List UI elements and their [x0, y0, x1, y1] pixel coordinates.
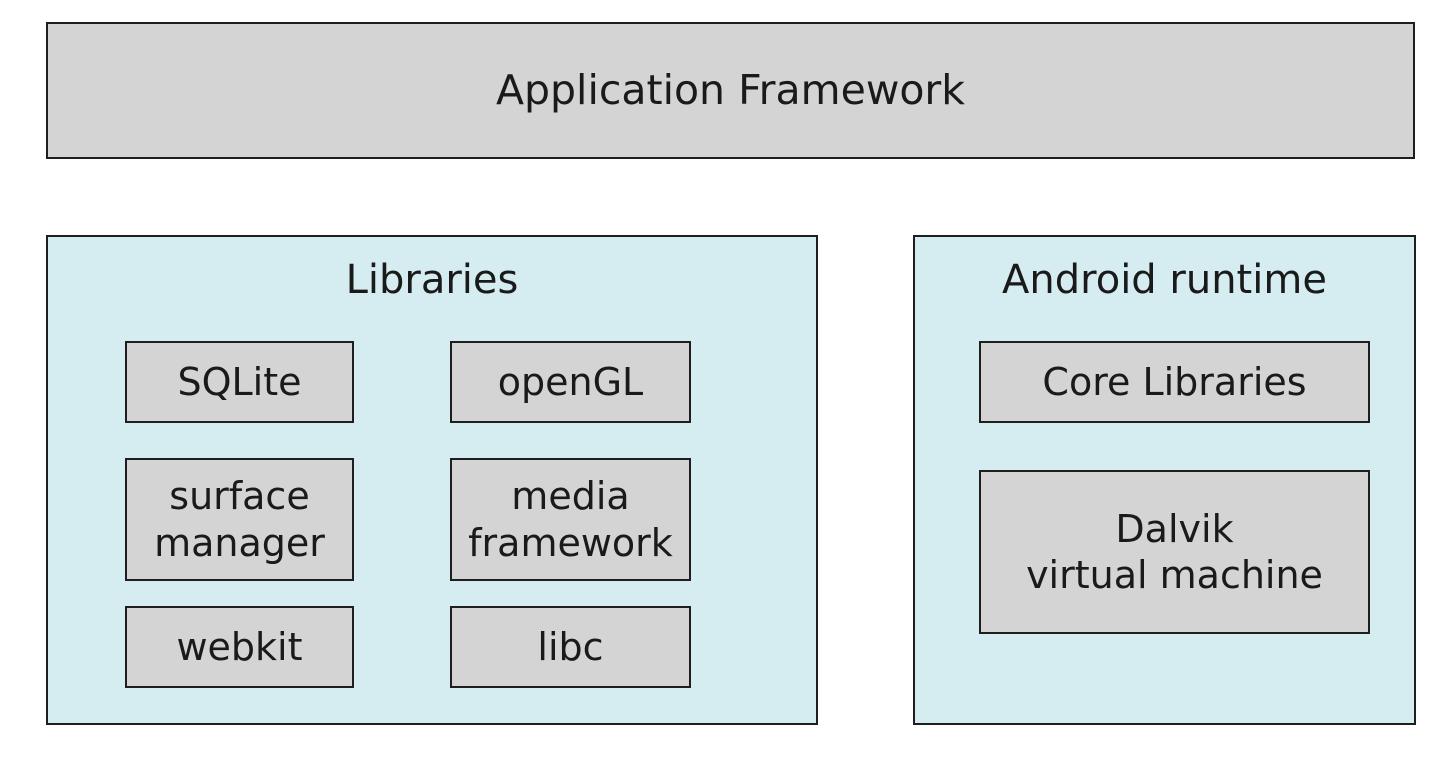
core-libraries-label: Core Libraries [1042, 359, 1307, 404]
opengl-label: openGL [497, 359, 644, 404]
media-framework-box: media framework [450, 458, 691, 581]
sqlite-box: SQLite [125, 341, 354, 423]
surface-manager-label: surface manager [154, 474, 325, 565]
media-framework-label: media framework [468, 474, 673, 565]
libraries-group: Libraries SQLite openGL surface manager … [46, 235, 818, 725]
libraries-title: Libraries [345, 257, 519, 303]
libc-box: libc [450, 606, 691, 688]
dalvik-vm-label: Dalvik virtual machine [1026, 506, 1323, 597]
android-runtime-title: Android runtime [1002, 257, 1327, 303]
application-framework-label: Application Framework [495, 66, 966, 115]
application-framework-layer: Application Framework [46, 22, 1415, 159]
sqlite-label: SQLite [177, 359, 302, 404]
core-libraries-box: Core Libraries [979, 341, 1370, 423]
android-runtime-group: Android runtime Core Libraries Dalvik vi… [913, 235, 1416, 725]
opengl-box: openGL [450, 341, 691, 423]
webkit-box: webkit [125, 606, 354, 688]
libc-label: libc [537, 624, 604, 669]
surface-manager-box: surface manager [125, 458, 354, 581]
webkit-label: webkit [176, 624, 303, 669]
dalvik-vm-box: Dalvik virtual machine [979, 470, 1370, 634]
